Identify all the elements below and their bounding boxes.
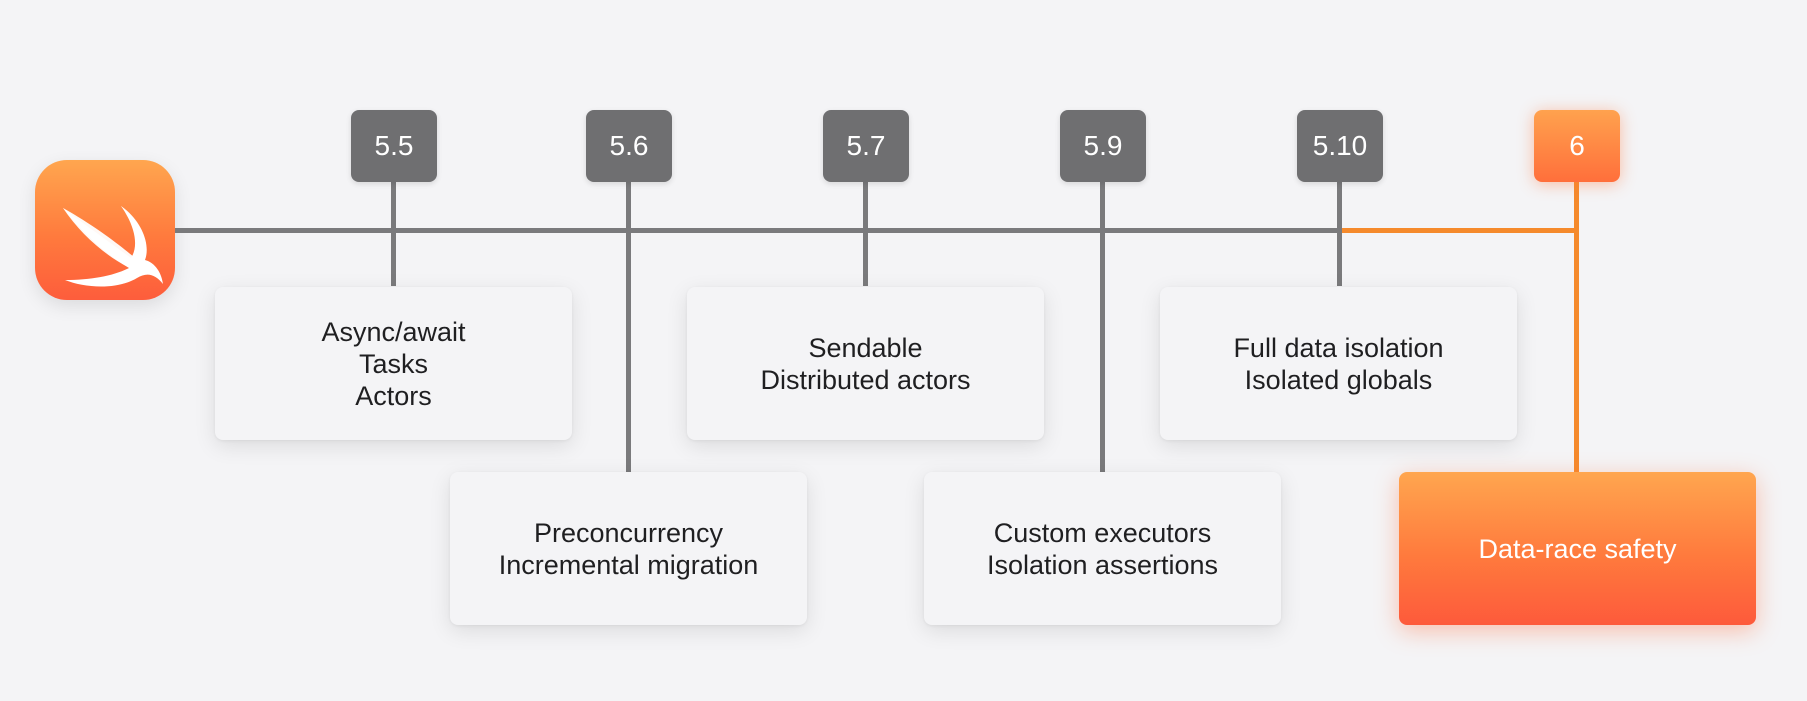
version-badge-5-9: 5.9 [1060,110,1146,182]
feature-card-5-6: Preconcurrency Incremental migration [450,472,807,625]
feature-label: Incremental migration [498,549,759,580]
version-badge-5-6: 5.6 [586,110,672,182]
feature-card-5-7: Sendable Distributed actors [687,287,1044,440]
feature-label: Isolated globals [1244,364,1433,395]
feature-label: Data-race safety [1478,533,1677,564]
feature-card-5-5: Async/await Tasks Actors [215,287,572,440]
feature-card-6: Data-race safety [1399,472,1756,625]
version-badge-6: 6 [1534,110,1620,182]
connector-5-9 [1100,182,1105,472]
feature-label: Preconcurrency [533,517,724,548]
connector-5-10 [1337,182,1342,286]
version-badge-5-5: 5.5 [351,110,437,182]
version-badge-5-7: 5.7 [823,110,909,182]
feature-card-5-9: Custom executors Isolation assertions [924,472,1281,625]
feature-label: Sendable [808,332,923,363]
feature-label: Tasks [358,348,429,379]
feature-label: Actors [355,380,432,411]
feature-label: Distributed actors [760,364,971,395]
feature-label: Isolation assertions [986,549,1219,580]
swift-bird-icon [63,206,163,287]
feature-card-5-10: Full data isolation Isolated globals [1160,287,1517,440]
feature-label: Full data isolation [1233,332,1444,363]
feature-label: Async/await [321,316,466,347]
connector-5-7 [863,182,868,286]
connector-6 [1574,182,1579,472]
swift-logo [35,160,175,300]
connector-5-5 [391,182,396,286]
feature-label: Custom executors [993,517,1212,548]
timeline-axis [175,228,1340,233]
version-badge-5-10: 5.10 [1297,110,1383,182]
connector-5-6 [626,182,631,472]
timeline-axis-accent [1340,228,1577,233]
